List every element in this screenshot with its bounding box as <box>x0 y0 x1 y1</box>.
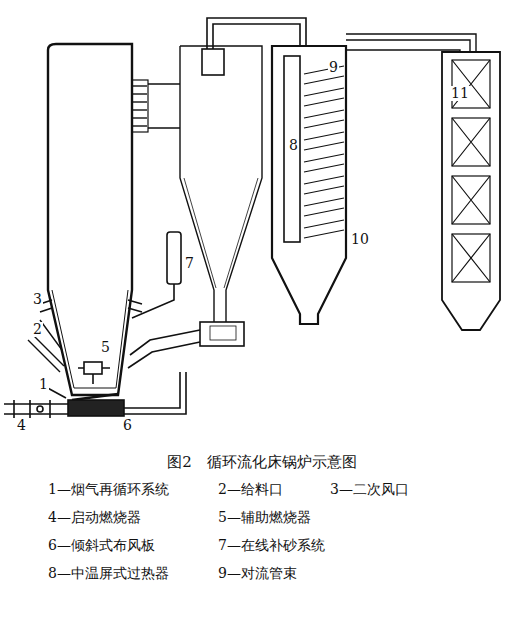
sand-pipe <box>132 284 174 318</box>
key-entry: 4—启动燃烧器 <box>48 510 141 525</box>
heat-exchanger-box <box>452 176 490 224</box>
furnace-outline <box>48 44 132 395</box>
aux-burner <box>84 362 102 374</box>
rear-duct <box>346 34 476 52</box>
top-duct <box>207 18 306 49</box>
convection-bundles <box>304 66 344 238</box>
panel-superheater <box>284 56 300 242</box>
tube-line <box>133 125 147 126</box>
tube-bundle <box>304 176 344 194</box>
start-burner <box>4 400 68 418</box>
distributor-plate <box>72 394 118 400</box>
figure-caption: 图2 循环流化床锅炉示意图 <box>167 454 357 471</box>
key-entry: 7—在线补砂系统 <box>218 538 325 553</box>
vortex-finder <box>202 49 224 75</box>
key-entry: 5—辅助燃烧器 <box>218 510 311 525</box>
aux-burner-pipes <box>78 368 110 384</box>
bundle-tubes <box>133 86 147 126</box>
tube-bundle <box>304 88 344 106</box>
return-leg <box>128 330 200 368</box>
furnace-cyclone-duct <box>148 84 180 128</box>
flue-gas-recirculation <box>44 372 186 414</box>
callout-number: 3 <box>32 292 43 307</box>
key-entry: 9—对流管束 <box>218 566 297 581</box>
key-entry: 2—给料口 <box>218 482 283 497</box>
loop-seal-inner <box>210 326 236 340</box>
callout-number: 2 <box>32 322 43 337</box>
tube-line <box>133 101 147 102</box>
tube-line <box>133 85 147 86</box>
loop-seal <box>200 322 244 346</box>
callout-number: 5 <box>100 340 111 355</box>
heat-exchanger-cross <box>452 118 490 166</box>
key-entry: 3—二次风口 <box>330 482 409 497</box>
callout-number: 4 <box>16 418 27 433</box>
tube-line <box>133 117 147 118</box>
callout-number: 1 <box>38 377 49 392</box>
tube-bundle <box>304 154 344 172</box>
key-entry: 6—倾斜式布风板 <box>48 538 155 553</box>
callout-number: 8 <box>288 138 299 153</box>
heat-exchanger-cross <box>452 234 490 282</box>
air-plenum <box>68 400 124 416</box>
callout-number: 11 <box>450 86 470 101</box>
tail-column <box>442 52 500 330</box>
furnace-inner <box>52 290 128 388</box>
tube-bundle <box>304 132 344 150</box>
key-entry: 8—中温屏式过热器 <box>48 566 169 581</box>
callout-number: 6 <box>122 418 133 433</box>
callout-number: 10 <box>350 232 370 247</box>
tube-bundle <box>304 198 344 216</box>
secondary-air-port <box>40 300 142 312</box>
furnace-exit-bundle <box>132 80 148 132</box>
heat-exchanger-box <box>452 118 490 166</box>
tube-bundle <box>304 110 344 128</box>
heat-exchanger-box <box>452 234 490 282</box>
key-entry: 1—烟气再循环系统 <box>48 482 169 497</box>
callout-number: 7 <box>184 256 195 271</box>
sand-tank <box>167 232 181 284</box>
cyclone-liner <box>184 178 258 288</box>
cyclone <box>180 46 262 322</box>
tube-bundle <box>304 220 344 238</box>
heat-exchanger-cross <box>452 176 490 224</box>
callout-number: 9 <box>328 60 339 75</box>
feed-port <box>28 320 64 372</box>
second-pass <box>272 46 346 324</box>
start-burner-valve <box>37 406 43 412</box>
tube-line <box>133 93 147 94</box>
tube-line <box>133 109 147 110</box>
